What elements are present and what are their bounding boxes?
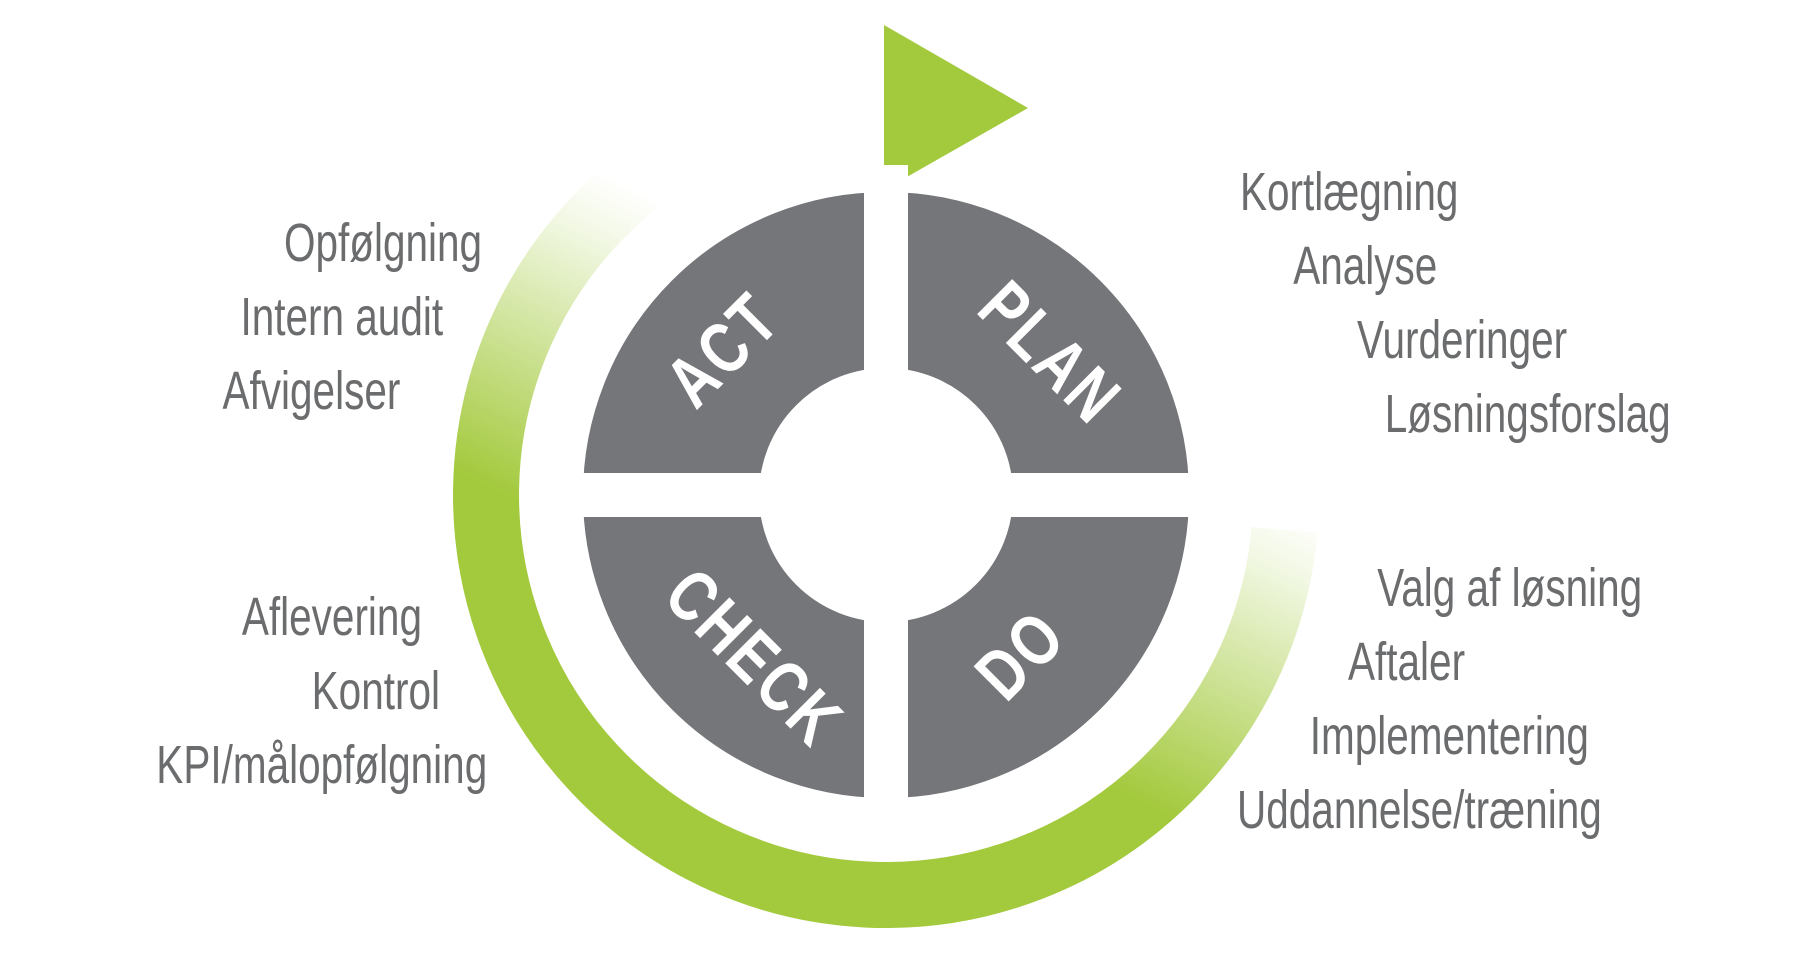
annotation-line: Aflevering (241, 587, 422, 647)
annotation-line: Analyse (1293, 236, 1438, 296)
annotation-block-plan: Kortlægning Analyse Vurderinger Løsnings… (1240, 155, 1671, 451)
annotation-line: Kontrol (311, 661, 440, 721)
annotation-line: Vurderinger (1357, 310, 1568, 370)
cycle-arrow-head-icon (884, 25, 1028, 190)
annotation-line: Kortlægning (1240, 162, 1459, 222)
annotation-block-act: Opfølgning Intern audit Afvigelser (222, 206, 482, 428)
annotation-block-check: Aflevering Kontrol KPI/målopfølgning (156, 580, 487, 802)
annotation-line: Løsningsforslag (1384, 384, 1671, 444)
annotation-line: Uddannelse/træning (1237, 780, 1602, 840)
cycle-arrow-arc (453, 62, 1318, 928)
wheel-horizontal-divider (555, 473, 1215, 517)
annotation-line: Afvigelser (222, 361, 401, 421)
annotation-line: Valg af løsning (1377, 558, 1643, 618)
annotation-line: KPI/målopfølgning (156, 735, 487, 795)
annotation-line: Implementering (1309, 706, 1589, 766)
annotation-line: Aftaler (1348, 632, 1466, 692)
annotation-line: Intern audit (240, 287, 443, 347)
annotation-block-do: Valg af løsning Aftaler Implementering U… (1237, 551, 1642, 847)
annotation-line: Opfølgning (283, 213, 482, 273)
